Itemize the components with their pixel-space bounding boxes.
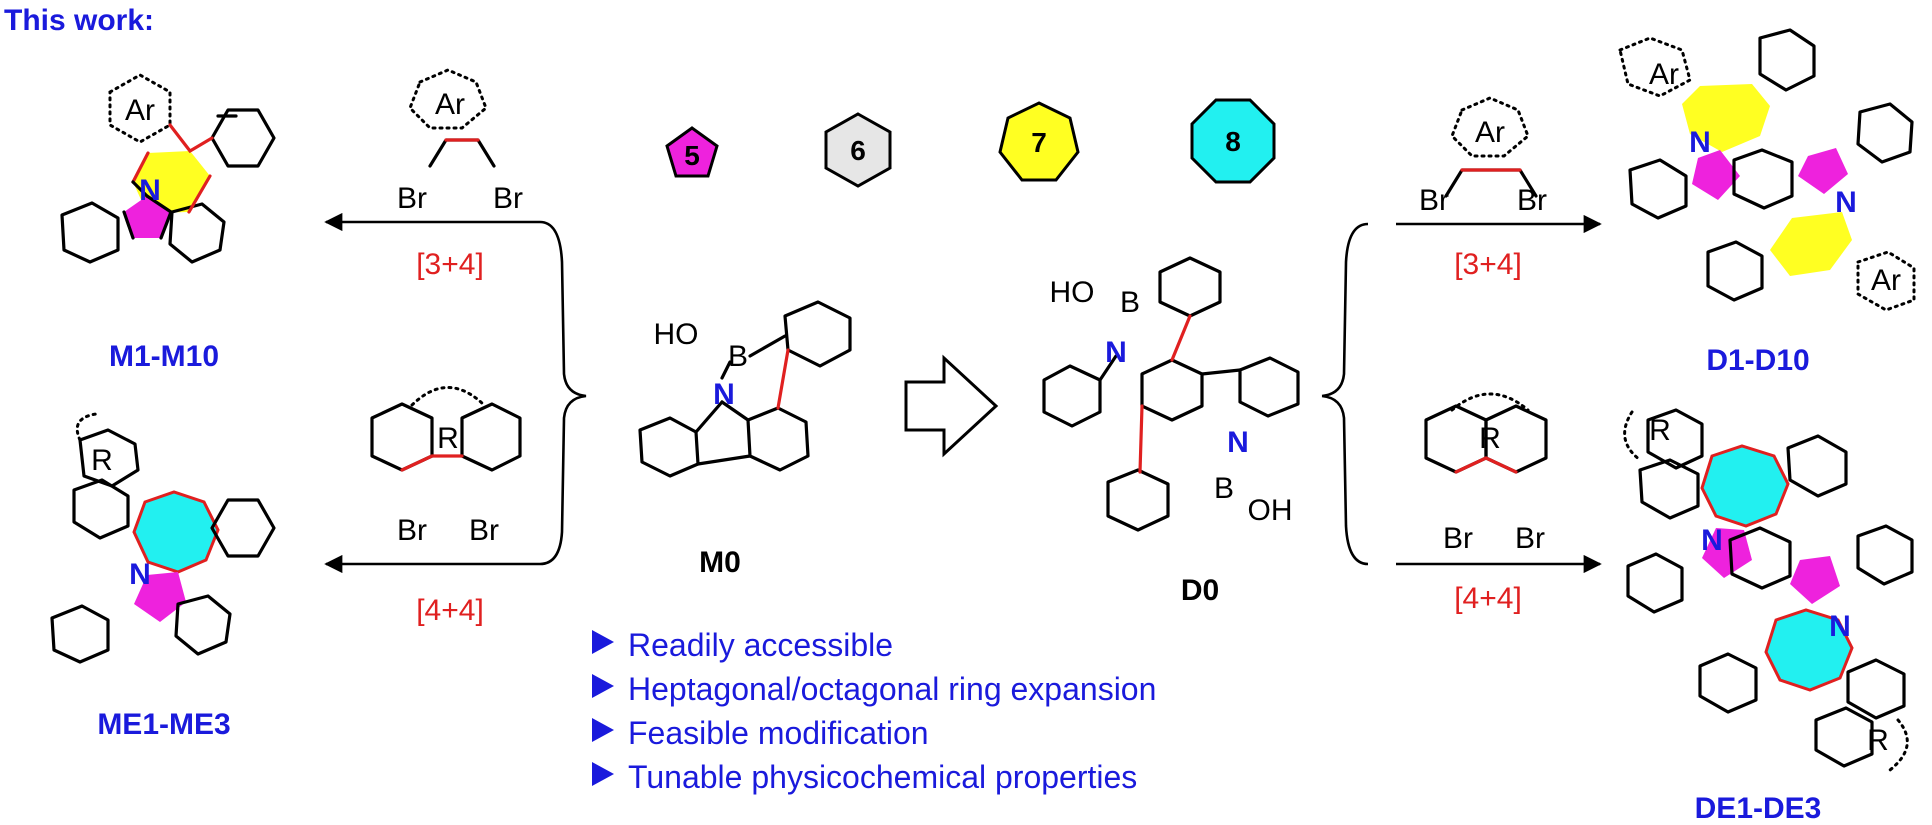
label-d1-d10: D1-D10 xyxy=(1706,344,1809,377)
ar-label: Ar xyxy=(1871,264,1901,297)
ring-8-label: 8 xyxy=(1225,126,1241,157)
b-atom: B xyxy=(1120,286,1140,319)
n-atom: N xyxy=(1835,186,1857,219)
label-me1-me3: ME1-ME3 xyxy=(97,708,230,741)
b-atom: B xyxy=(1214,472,1234,505)
n-atom: N xyxy=(713,378,735,411)
ring-5-pentagon: 5 xyxy=(665,126,719,178)
ring-size-legend: 5 6 7 8 xyxy=(665,98,1276,188)
br-label: Br xyxy=(397,514,427,547)
br-label: Br xyxy=(1515,522,1545,555)
n-atom: N xyxy=(139,174,161,207)
bullet-triangle-icon xyxy=(592,718,614,742)
label-m1-m10: M1-M10 xyxy=(109,340,219,373)
r-label: R xyxy=(1649,414,1671,447)
r-label: R xyxy=(91,444,113,477)
label-m0: M0 xyxy=(699,546,741,579)
b-atom: B xyxy=(728,340,748,373)
header-title: This work: xyxy=(4,4,154,37)
bullet-triangle-icon xyxy=(592,762,614,786)
bullet-triangle-icon xyxy=(592,674,614,698)
feature-item: Tunable physicochemical properties xyxy=(592,759,1137,795)
label-de1-de3: DE1-DE3 xyxy=(1695,792,1822,825)
ring-6-label: 6 xyxy=(850,135,866,166)
ring-5-label: 5 xyxy=(684,140,700,171)
structure-d1-d10: Ar Ar N N xyxy=(1618,28,1916,312)
br-label: Br xyxy=(1443,522,1473,555)
n-atom: N xyxy=(129,558,151,591)
ring-6-hexagon: 6 xyxy=(824,112,892,188)
structure-m1-m10: Ar N xyxy=(60,73,276,264)
feature-text: Readily accessible xyxy=(628,627,893,663)
reagent-dibromonaphthalene-left: R Br Br xyxy=(370,386,522,547)
reaction-right-top: [3+4] xyxy=(1454,248,1522,281)
right-brace xyxy=(1321,222,1369,566)
feature-text: Feasible modification xyxy=(628,715,929,751)
br-label: Br xyxy=(1419,184,1449,217)
ho-label: HO xyxy=(1050,276,1095,309)
structure-d0: HO B N N B OH xyxy=(1042,256,1300,532)
feature-item: Heptagonal/octagonal ring expansion xyxy=(592,671,1156,707)
n-atom: N xyxy=(1829,610,1851,643)
structure-m0: HO B N xyxy=(638,300,852,478)
ar-label: Ar xyxy=(435,88,465,121)
feature-item: Readily accessible xyxy=(592,627,893,663)
reagent-dibromoarene-right: Ar Br Br xyxy=(1419,96,1547,217)
ho-label: HO xyxy=(654,318,699,351)
label-d0: D0 xyxy=(1181,574,1219,607)
br-label: Br xyxy=(469,514,499,547)
ring-7-label: 7 xyxy=(1031,127,1047,158)
bullet-triangle-icon xyxy=(592,630,614,654)
br-label: Br xyxy=(493,182,523,215)
reaction-left-top: [3+4] xyxy=(416,248,484,281)
left-brace xyxy=(539,220,587,566)
reaction-left-bottom: [4+4] xyxy=(416,594,484,627)
reaction-right-bottom: [4+4] xyxy=(1454,582,1522,615)
oh-label: OH xyxy=(1248,494,1293,527)
structure-me1-me3: R N xyxy=(50,412,276,664)
r-label: R xyxy=(1479,422,1501,455)
reagent-dibromonaphthalene-right: R Br Br xyxy=(1424,392,1548,555)
structure-de1-de3: R R N N xyxy=(1623,408,1914,772)
feature-text: Tunable physicochemical properties xyxy=(628,759,1137,795)
reagent-dibromoarene-left: Ar Br Br xyxy=(397,68,523,215)
ar-label: Ar xyxy=(1649,58,1679,91)
feature-text: Heptagonal/octagonal ring expansion xyxy=(628,671,1156,707)
n-atom: N xyxy=(1227,426,1249,459)
ar-label: Ar xyxy=(125,94,155,127)
br-label: Br xyxy=(1517,184,1547,217)
r-label: R xyxy=(437,422,459,455)
n-atom: N xyxy=(1689,126,1711,159)
transformation-arrow xyxy=(904,354,999,458)
ar-label: Ar xyxy=(1475,116,1505,149)
feature-item: Feasible modification xyxy=(592,715,929,751)
n-atom: N xyxy=(1105,336,1127,369)
r-label: R xyxy=(1867,724,1889,757)
br-label: Br xyxy=(397,182,427,215)
feature-list: Readily accessible Heptagonal/octagonal … xyxy=(592,627,1156,795)
n-atom: N xyxy=(1701,524,1723,557)
ring-7-heptagon: 7 xyxy=(998,101,1080,182)
ring-8-octagon: 8 xyxy=(1190,98,1276,184)
